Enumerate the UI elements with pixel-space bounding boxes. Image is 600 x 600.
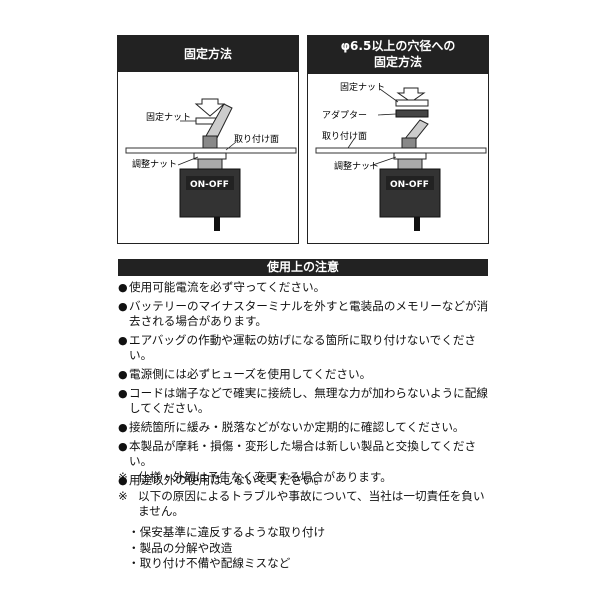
note-mark: ※ xyxy=(118,470,128,484)
left-mount-surface-label: 取り付け面 xyxy=(234,134,279,145)
right-fix-nut-label: 固定ナット xyxy=(340,81,385,93)
right-diagram-panel: φ6.5以上の穴径への 固定方法 固定ナット アダプター 取り付け面 調整ナット… xyxy=(307,35,489,244)
right-on-off-label: ON-OFF xyxy=(390,180,429,190)
note-mark: ※ xyxy=(118,489,128,503)
left-diagram-panel: 固定方法 固定ナット 取り付け面 調整ナット ON-OFF xyxy=(117,35,299,244)
left-switch-diagram: 固定ナット 取り付け面 調整ナット ON-OFF xyxy=(125,98,297,231)
right-switch-diagram: 固定ナット アダプター 取り付け面 調整ナット ON-OFF xyxy=(315,81,487,231)
bullet-icon: ● xyxy=(118,474,128,487)
notice-item: ●用途以外の使用はしないでください。 xyxy=(118,473,326,487)
notice-heading: 使用上の注意 xyxy=(118,259,488,276)
disclaimer-item: ※以下の原因によるトラブルや事故について、当社は一切責任を負いません。 xyxy=(118,489,485,518)
right-adjust-nut-label: 調整ナット xyxy=(334,160,379,172)
notice-item: ●使用可能電流を必ず守ってください。 xyxy=(118,280,326,294)
notice-item: ●エアバッグの作動や運転の妨げになる箇所に取り付けないでください。 xyxy=(118,333,477,362)
notice-item: ●バッテリーのマイナスターミナルを外すと電装品のメモリーなどが消去される場合があ… xyxy=(118,299,489,328)
right-adapter-label: アダプター xyxy=(322,109,367,121)
bullet-icon: ● xyxy=(118,421,128,434)
notice-item: ●電源側には必ずヒューズを使用してください。 xyxy=(118,367,372,381)
notice-list: ●使用可能電流を必ず守ってください。 ●バッテリーのマイナスターミナルを外すと電… xyxy=(118,280,490,492)
cause-list: ・保安基準に違反するような取り付け ・製品の分解や改造 ・取り付け不備や配線ミス… xyxy=(128,525,325,572)
disclaimer-list: ※仕様・外観は予告なく変更する場合があります。 ※以下の原因によるトラブルや事故… xyxy=(118,470,490,523)
left-on-off-label: ON-OFF xyxy=(190,180,229,190)
disclaimer-item: ※仕様・外観は予告なく変更する場合があります。 xyxy=(118,470,392,484)
left-adjust-nut-label: 調整ナット xyxy=(132,158,177,170)
left-fix-nut-label: 固定ナット xyxy=(146,111,191,123)
bullet-icon: ● xyxy=(118,334,128,347)
right-panel-title: φ6.5以上の穴径への 固定方法 xyxy=(308,36,488,74)
right-mount-surface-label: 取り付け面 xyxy=(322,131,367,142)
right-panel-title-line1: φ6.5以上の穴径への xyxy=(340,39,456,53)
notice-item: ●接続箇所に緩み・脱落などがないか定期的に確認してください。 xyxy=(118,420,465,434)
notice-item: ●本製品が摩耗・損傷・変形した場合は新しい製品と交換してください。 xyxy=(118,439,477,468)
right-panel-title-line2: 固定方法 xyxy=(373,55,422,69)
cause-item: ・製品の分解や改造 xyxy=(128,540,233,555)
left-panel-title: 固定方法 xyxy=(118,36,298,72)
cause-item: ・取り付け不備や配線ミスなど xyxy=(128,556,291,570)
cause-item: ・保安基準に違反するような取り付け xyxy=(128,525,326,539)
bullet-icon: ● xyxy=(118,440,128,453)
bullet-icon: ● xyxy=(118,387,128,400)
notice-item: ●コードは端子などで確実に接続し、無理な力が加わらないように配線してください。 xyxy=(118,386,488,415)
bullet-icon: ● xyxy=(118,281,128,294)
bullet-icon: ● xyxy=(118,300,128,313)
bullet-icon: ● xyxy=(118,368,128,381)
